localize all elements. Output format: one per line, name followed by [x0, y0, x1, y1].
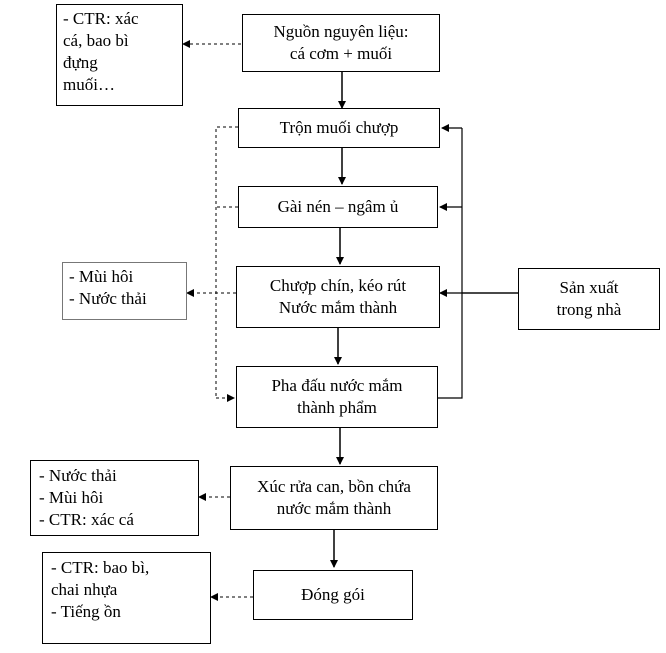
indoor-line-2: trong nhà — [556, 300, 622, 319]
dashed-loop-line — [215, 126, 238, 398]
wash-waste-line-1: - Nước thải — [39, 466, 117, 485]
ripen-box: Chượp chín, kéo rút Nước mắm thành — [236, 266, 440, 328]
pack-waste-line-3: - Tiếng ồn — [51, 602, 121, 621]
ripen-waste-box: - Mùi hôi - Nước thải — [62, 262, 187, 320]
source-line-2: cá cơm + muối — [289, 44, 393, 63]
wash-waste-box: - Nước thải - Mùi hôi - CTR: xác cá — [30, 460, 199, 536]
wash-waste-line-3: - CTR: xác cá — [39, 510, 134, 529]
pack-waste-box: - CTR: bao bì, chai nhựa - Tiếng ồn — [42, 552, 211, 644]
raw-waste-line-2: cá, bao bì — [63, 31, 129, 50]
blend-line-2: thành phẩm — [297, 398, 377, 417]
wash-line-1: Xúc rửa can, bồn chứa — [257, 477, 411, 496]
pack-waste-line-2: chai nhựa — [51, 580, 118, 599]
raw-waste-line-3: đựng — [63, 53, 98, 72]
source-box: Nguồn nguyên liệu: cá cơm + muối — [242, 14, 440, 72]
press-label: Gài nén – ngâm ủ — [277, 197, 399, 216]
press-box: Gài nén – ngâm ủ — [238, 186, 438, 228]
raw-waste-box: - CTR: xác cá, bao bì đựng muối… — [56, 4, 183, 106]
wash-line-2: nước mắm thành — [276, 499, 392, 518]
raw-waste-line-4: muối… — [63, 75, 115, 94]
mix-box: Trộn muối chượp — [238, 108, 440, 148]
indoor-bracket-line — [438, 292, 518, 399]
indoor-line-1: Sản xuất — [559, 278, 619, 297]
ripen-waste-line-1: - Mùi hôi — [69, 267, 134, 286]
blend-box: Pha đấu nước mắm thành phẩm — [236, 366, 438, 428]
indoor-box: Sản xuất trong nhà — [518, 268, 660, 330]
source-line-1: Nguồn nguyên liệu: — [273, 22, 409, 41]
blend-line-1: Pha đấu nước mắm — [271, 376, 403, 395]
ripen-line-2: Nước mắm thành — [278, 298, 398, 317]
wash-box: Xúc rửa can, bồn chứa nước mắm thành — [230, 466, 438, 530]
pack-box: Đóng gói — [253, 570, 413, 620]
wash-waste-line-2: - Mùi hôi — [39, 488, 104, 507]
ripen-line-1: Chượp chín, kéo rút — [269, 276, 407, 295]
pack-label: Đóng gói — [301, 585, 365, 604]
ripen-waste-line-2: - Nước thải — [69, 289, 147, 308]
pack-waste-line-1: - CTR: bao bì, — [51, 558, 150, 577]
mix-label: Trộn muối chượp — [279, 118, 399, 137]
raw-waste-line-1: - CTR: xác — [63, 9, 139, 28]
